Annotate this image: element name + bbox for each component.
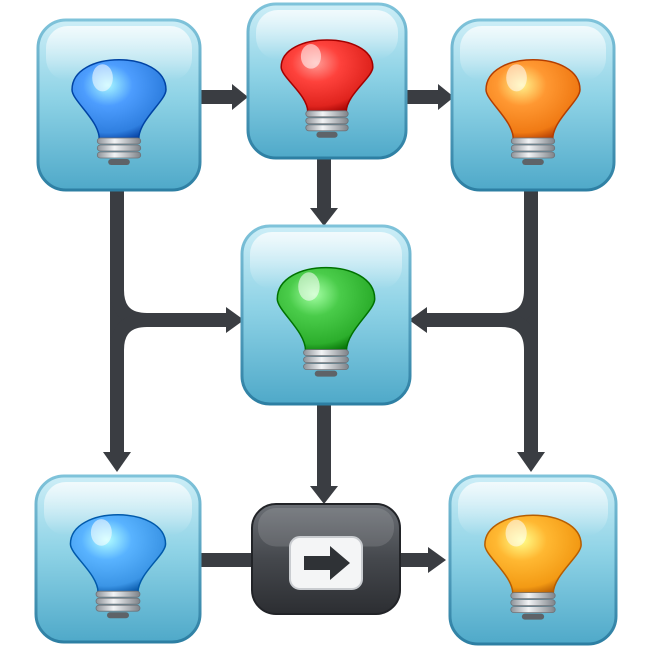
- bulb-base-ring: [303, 356, 349, 364]
- bulb-base-ring: [305, 117, 349, 125]
- connector-right-branch-down: [500, 313, 538, 351]
- bulb-base-ring: [510, 137, 556, 145]
- bulb-base-ring: [305, 124, 349, 132]
- bulb-base-tip: [521, 613, 545, 620]
- node-top-left[interactable]: [36, 18, 202, 192]
- arrowhead-down-icon: [310, 486, 338, 504]
- bulb-base-tip: [316, 131, 338, 138]
- bulb-base-ring: [510, 606, 556, 613]
- tile-gloss: [44, 482, 192, 536]
- bulb-highlight: [506, 64, 527, 92]
- node-bottom-left[interactable]: [34, 474, 202, 644]
- arrowhead-right-icon: [438, 84, 454, 110]
- arrowhead-right-icon: [226, 307, 244, 333]
- tile-gloss: [458, 482, 608, 536]
- right-arrow-icon: [304, 546, 350, 580]
- arrowhead-left-icon: [409, 307, 427, 333]
- node-center[interactable]: [240, 224, 412, 406]
- action-box-gloss: [258, 508, 394, 547]
- bulb-highlight: [300, 44, 322, 69]
- tile-gloss: [250, 232, 402, 289]
- bulb-base-ring: [305, 110, 349, 118]
- bulb-base-tip: [108, 159, 130, 165]
- bulb-highlight: [92, 64, 113, 92]
- connector-left-branch-down: [110, 313, 148, 351]
- node-layer: [34, 2, 618, 646]
- bulb-highlight: [90, 519, 112, 546]
- node-bottom-middle[interactable]: [251, 503, 401, 615]
- bulb-base-ring: [95, 597, 141, 605]
- bulb-base-tip: [522, 159, 544, 165]
- bulb-base-ring: [96, 137, 142, 145]
- bulb-base-ring: [510, 151, 556, 159]
- tile-gloss: [256, 10, 398, 60]
- connectors: [110, 90, 538, 567]
- tile-gloss: [46, 26, 192, 81]
- bulb-highlight: [298, 272, 320, 301]
- bulb-base-ring: [303, 363, 349, 371]
- bulb-highlight: [505, 519, 527, 547]
- bulb-base-tip: [314, 370, 338, 377]
- node-top-right[interactable]: [450, 18, 616, 192]
- tile-gloss: [460, 26, 606, 81]
- arrowhead-down-icon: [517, 452, 545, 472]
- bulb-base-ring: [95, 590, 141, 598]
- bulb-base-ring: [95, 604, 141, 612]
- bulb-base-ring: [96, 151, 142, 159]
- bulb-base-ring: [510, 144, 556, 152]
- bulb-base-ring: [96, 144, 142, 152]
- bulb-base-ring: [303, 349, 349, 357]
- arrowhead-down-icon: [103, 452, 131, 472]
- arrowhead-right-icon: [428, 547, 446, 573]
- node-bottom-right[interactable]: [448, 474, 618, 646]
- arrowhead-down-icon: [310, 208, 338, 226]
- bulb-base-ring: [510, 599, 556, 606]
- arrowheads: [103, 84, 545, 573]
- node-top-middle[interactable]: [246, 2, 408, 160]
- bulb-base-ring: [510, 592, 556, 599]
- arrowhead-right-icon: [232, 84, 248, 110]
- bulb-base-tip: [107, 612, 129, 619]
